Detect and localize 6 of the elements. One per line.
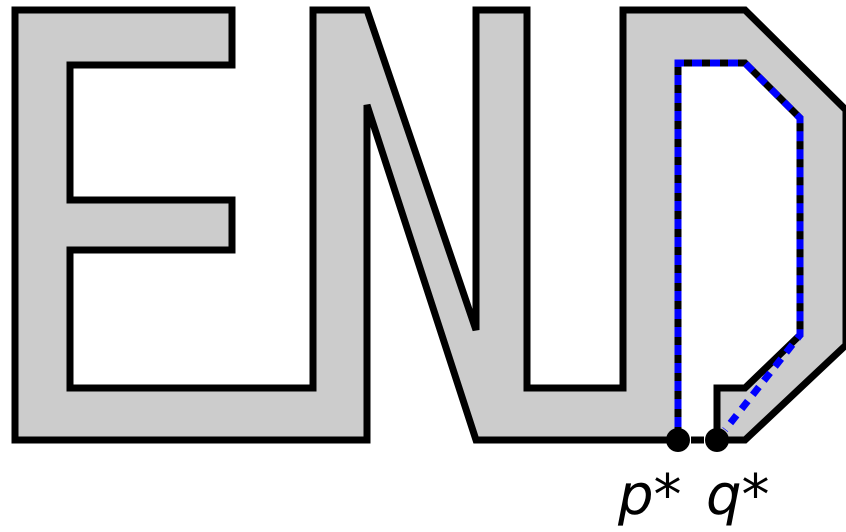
connecting-line (691, 436, 704, 444)
point-marker (666, 428, 690, 452)
point-marker (705, 428, 729, 452)
point-label: q* (706, 468, 770, 524)
point-label: p* (618, 468, 682, 524)
dashed-path (674, 60, 804, 432)
